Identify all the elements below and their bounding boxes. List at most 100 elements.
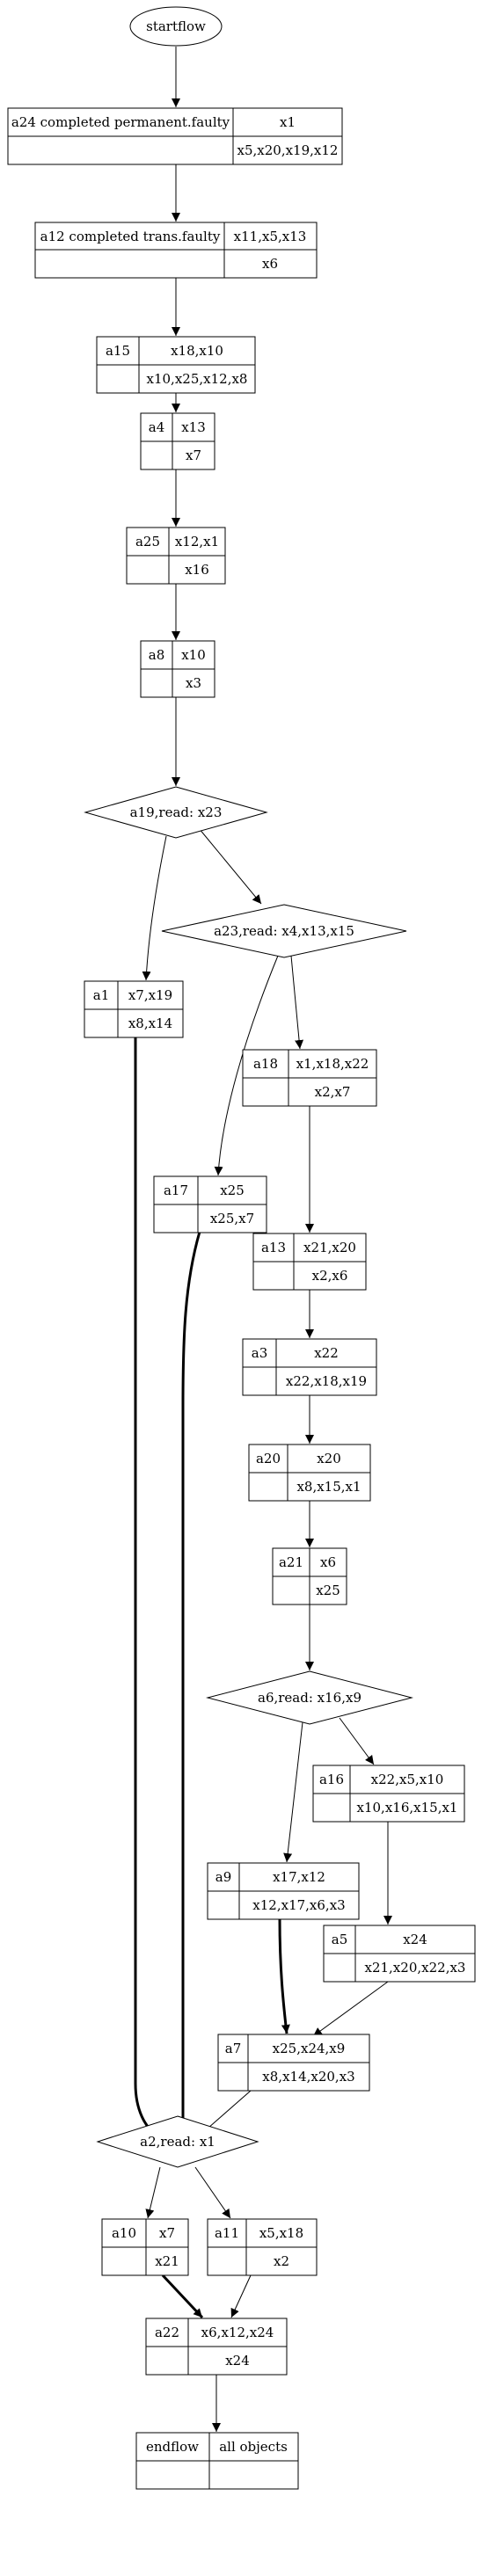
node-a1-bottom: x8,x14 xyxy=(128,1015,172,1031)
node-a1-top: x7,x19 xyxy=(128,987,172,1003)
edges xyxy=(134,47,392,2432)
node-a25-top: x12,x1 xyxy=(175,534,219,549)
edge-a19-a1 xyxy=(142,835,167,981)
node-a3: a3 x22 x22,x18,x19 xyxy=(242,1338,377,1396)
edge-a23-a18 xyxy=(290,955,304,1050)
node-a8-bottom: x3 xyxy=(186,675,201,691)
decision-a19-label: a19,read: x23 xyxy=(130,804,223,820)
start-node: startflow xyxy=(129,6,223,47)
end-node: endflow all objects xyxy=(135,2432,299,2490)
node-a13-id: a13 xyxy=(261,1240,286,1255)
edge-a2-a11 xyxy=(194,2166,231,2219)
end-objects-label: all objects xyxy=(219,2439,288,2455)
node-a24-bottom: x5,x20,x19,x12 xyxy=(237,142,339,158)
node-a5: a5 x24 x21,x20,x22,x3 xyxy=(323,1925,476,1983)
node-a1: a1 x7,x19 x8,x14 xyxy=(84,980,184,1038)
node-a12-top: x11,x5,x13 xyxy=(234,229,307,244)
node-a15-bottom: x10,x25,x12,x8 xyxy=(147,371,248,387)
node-a20: a20 x20 x8,x15,x1 xyxy=(248,1444,371,1502)
node-a11: a11 x5,x18 x2 xyxy=(207,2218,318,2276)
edge-a2-a10 xyxy=(145,2166,161,2219)
node-a4-id: a4 xyxy=(149,419,165,435)
node-a24-id: a24 completed permanent.faulty xyxy=(11,114,230,130)
node-a4-bottom: x7 xyxy=(186,448,201,463)
node-a20-bottom: x8,x15,x1 xyxy=(296,1479,361,1495)
node-a11-bottom: x2 xyxy=(274,2253,289,2269)
node-a21-top: x6 xyxy=(320,1554,336,1570)
node-a16-top: x22,x5,x10 xyxy=(371,1772,444,1787)
edge-a6-a9 xyxy=(283,1721,303,1863)
node-a8-id: a8 xyxy=(149,647,165,663)
node-a24: a24 completed permanent.faulty x1 x5,x20… xyxy=(7,107,343,165)
node-a17: a17 x25 x25,x7 xyxy=(153,1175,267,1233)
node-a15-id: a15 xyxy=(106,343,130,359)
node-a25-id: a25 xyxy=(135,534,160,549)
node-a20-id: a20 xyxy=(256,1451,281,1466)
node-a12: a12 completed trans.faulty x11,x5,x13 x6 xyxy=(34,222,318,279)
node-a16-bottom: x10,x16,x15,x1 xyxy=(357,1800,458,1816)
node-a13-top: x21,x20 xyxy=(303,1240,356,1255)
node-a12-bottom: x6 xyxy=(262,256,278,272)
node-a10-bottom: x21 xyxy=(155,2253,179,2269)
node-a13-bottom: x2,x6 xyxy=(312,1268,348,1284)
node-a3-bottom: x22,x18,x19 xyxy=(286,1373,367,1389)
node-a25-bottom: x16 xyxy=(185,562,209,578)
node-a8-top: x10 xyxy=(181,647,206,663)
start-label: startflow xyxy=(146,18,206,34)
node-a15: a15 x18,x10 x10,x25,x12,x8 xyxy=(96,336,256,394)
node-a16-id: a16 xyxy=(319,1772,344,1787)
node-a22-id: a22 xyxy=(155,2325,179,2340)
node-a18-id: a18 xyxy=(253,1056,278,1072)
end-label: endflow xyxy=(146,2439,199,2455)
decision-a6-label: a6,read: x16,x9 xyxy=(258,1690,362,1706)
decision-a6: a6,read: x16,x9 xyxy=(206,1670,413,1725)
node-a20-top: x20 xyxy=(317,1451,341,1466)
edge-a23-a17 xyxy=(214,955,279,1176)
node-a3-id: a3 xyxy=(252,1345,268,1361)
node-a3-top: x22 xyxy=(314,1345,339,1361)
node-a7-top: x25,x24,x9 xyxy=(273,2041,346,2056)
node-a22: a22 x6,x12,x24 x24 xyxy=(145,2318,288,2376)
node-a13: a13 x21,x20 x2,x6 xyxy=(252,1233,367,1291)
node-a21-id: a21 xyxy=(279,1554,303,1570)
node-a10: a10 x7 x21 xyxy=(101,2218,189,2276)
edge-a1-a2 xyxy=(134,1037,159,2139)
node-a16: a16 x22,x5,x10 x10,x16,x15,x1 xyxy=(312,1765,465,1823)
node-a22-bottom: x24 xyxy=(225,2353,250,2369)
edge-a11-a22 xyxy=(230,2274,252,2318)
decision-a23-label: a23,read: x4,x13,x15 xyxy=(214,923,354,939)
node-a10-id: a10 xyxy=(112,2225,136,2241)
node-a1-id: a1 xyxy=(93,987,110,1003)
decision-a19: a19,read: x23 xyxy=(84,786,268,839)
node-a5-top: x24 xyxy=(403,1932,427,1947)
node-a15-top: x18,x10 xyxy=(171,343,223,359)
node-a9-top: x17,x12 xyxy=(273,1869,325,1885)
decision-a23: a23,read: x4,x13,x15 xyxy=(161,904,407,958)
node-a9-bottom: x12,x17,x6,x3 xyxy=(252,1897,345,1913)
node-a17-bottom: x25,x7 xyxy=(210,1211,254,1226)
edge-a10-a22 xyxy=(161,2274,204,2319)
node-a5-bottom: x21,x20,x22,x3 xyxy=(365,1960,466,1976)
decision-a2-label: a2,read: x1 xyxy=(140,2134,215,2150)
node-a22-top: x6,x12,x24 xyxy=(201,2325,274,2340)
edge-a17-a2 xyxy=(179,1231,201,2128)
node-a11-top: x5,x18 xyxy=(259,2225,303,2241)
node-a4-top: x13 xyxy=(181,419,206,435)
node-a7-bottom: x8,x14,x20,x3 xyxy=(262,2069,354,2085)
node-a12-id: a12 completed trans.faulty xyxy=(40,229,221,244)
node-a5-id: a5 xyxy=(332,1932,348,1947)
edge-a6-a16 xyxy=(339,1717,375,1765)
node-a7: a7 x25,x24,x9 x8,x14,x20,x3 xyxy=(217,2034,370,2092)
node-a25: a25 x12,x1 x16 xyxy=(126,527,226,585)
node-a18-top: x1,x18,x22 xyxy=(296,1056,369,1072)
node-a18-bottom: x2,x7 xyxy=(315,1084,351,1100)
node-a21: a21 x6 x25 xyxy=(272,1547,347,1605)
node-a10-top: x7 xyxy=(159,2225,175,2241)
node-a7-id: a7 xyxy=(225,2041,242,2056)
node-a4: a4 x13 x7 xyxy=(140,412,215,470)
node-a21-bottom: x25 xyxy=(316,1583,340,1598)
node-a17-top: x25 xyxy=(220,1182,245,1198)
edge-a19-a23 xyxy=(198,827,262,905)
edge-a9-a7 xyxy=(278,1917,290,2034)
